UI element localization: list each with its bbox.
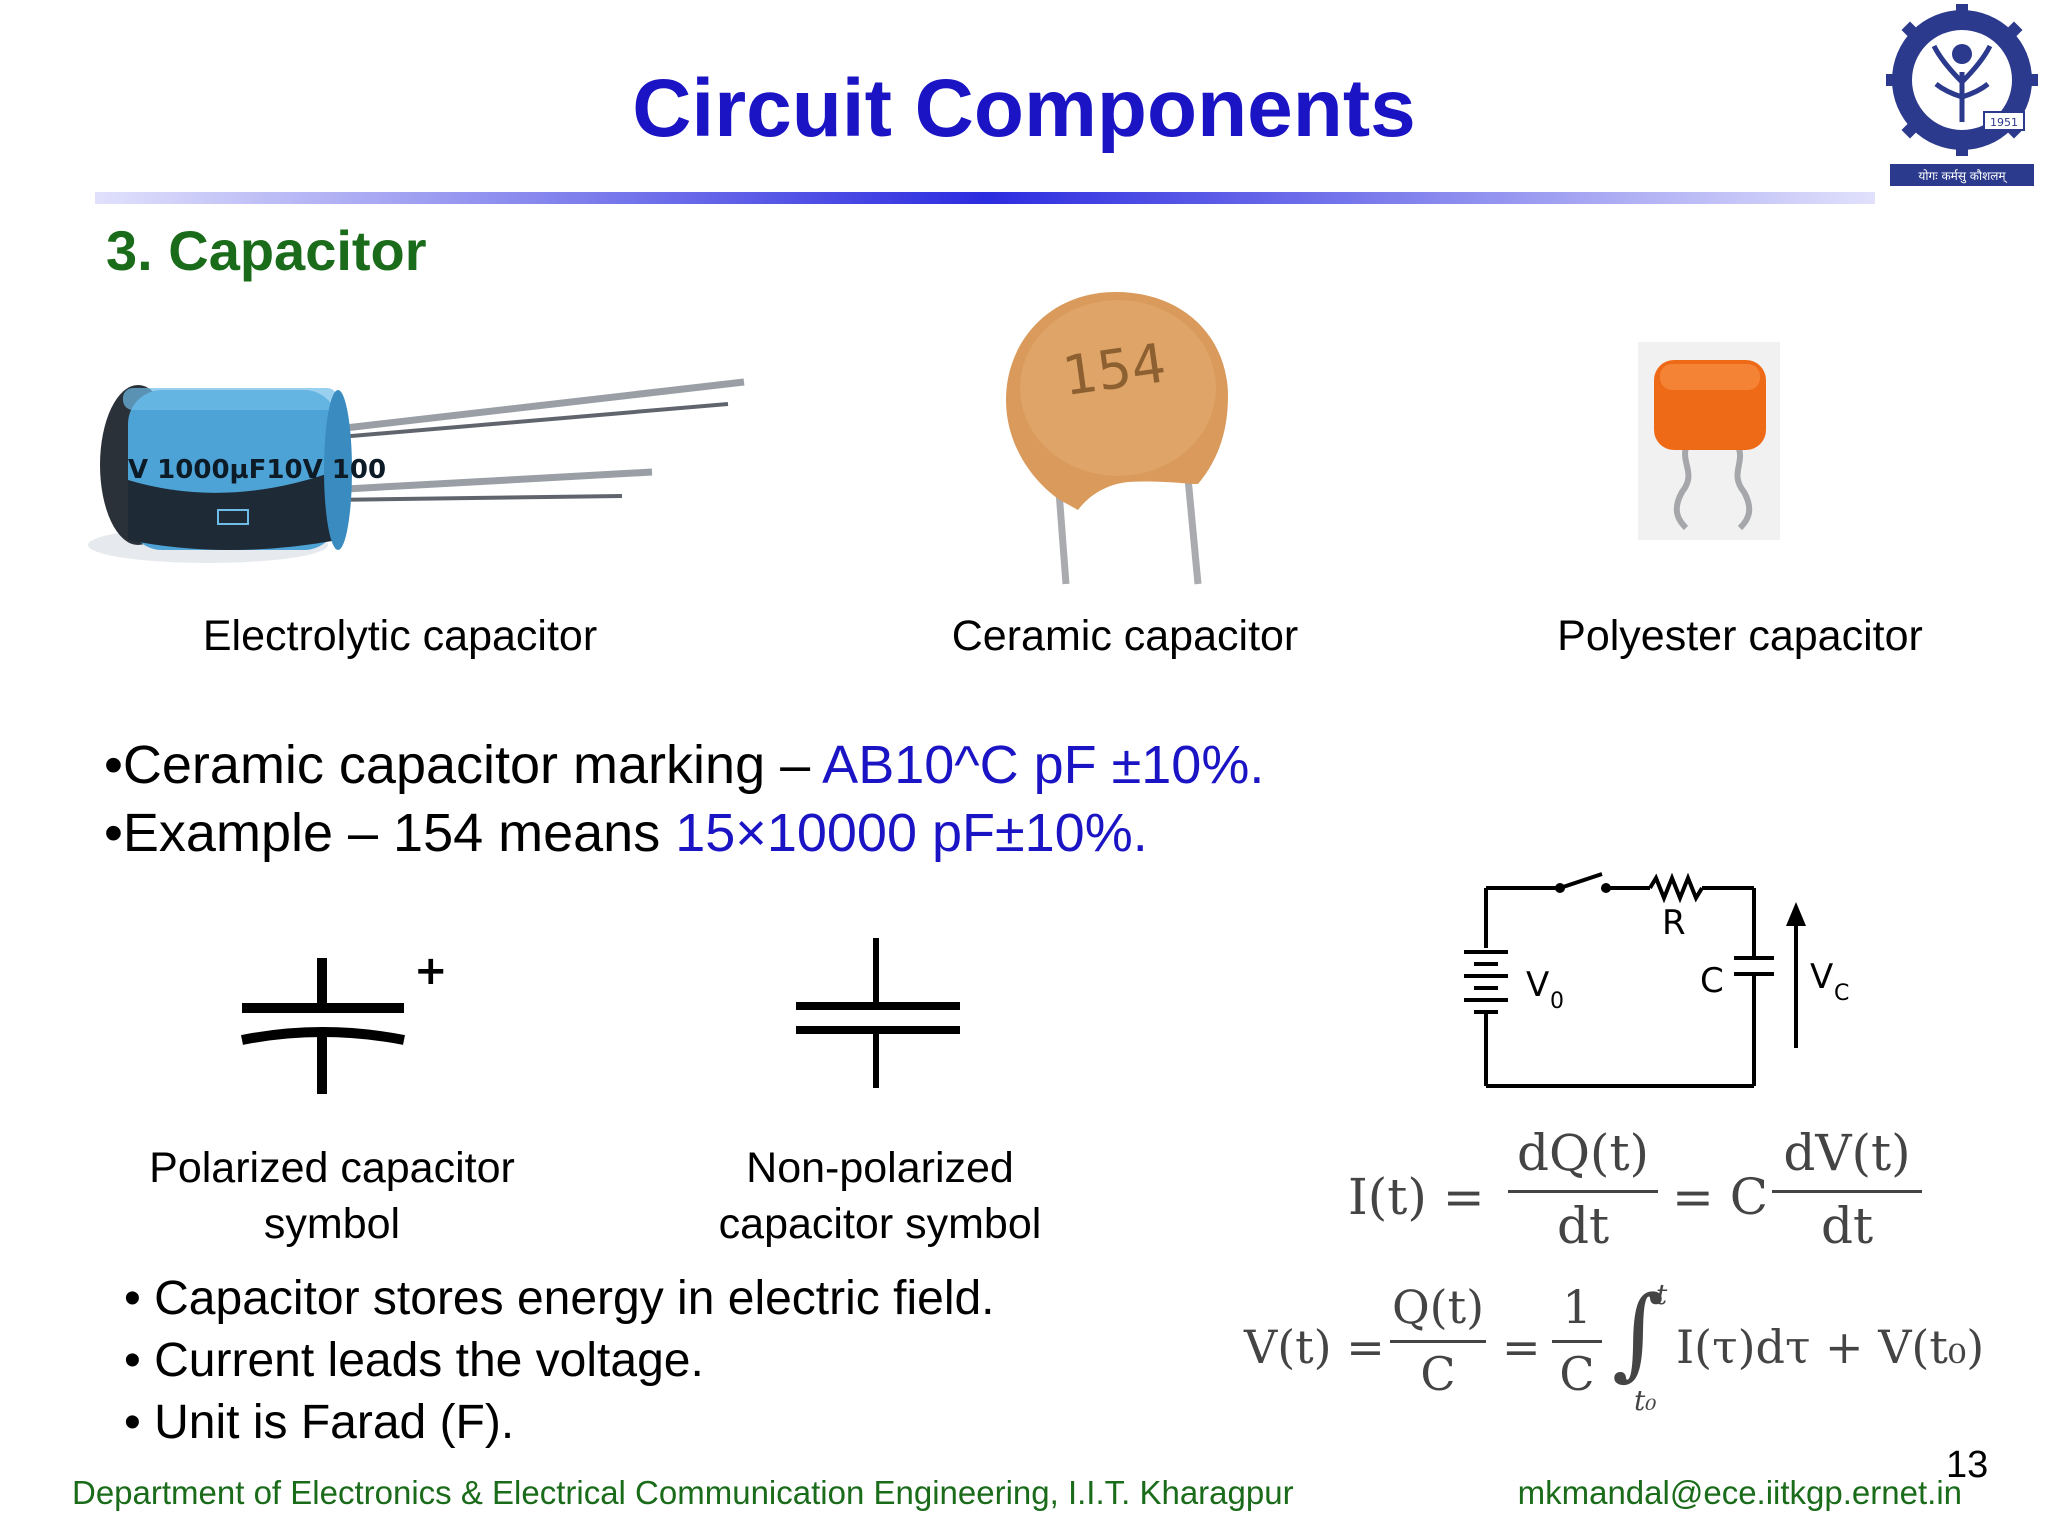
vc-label: V xyxy=(1810,957,1833,997)
r-label: R xyxy=(1662,903,1686,943)
bullet-item: • Capacitor stores energy in electric fi… xyxy=(124,1272,995,1325)
bullet-list: • Capacitor stores energy in electric fi… xyxy=(124,1268,995,1454)
polyester-capacitor-image xyxy=(1638,342,1780,540)
ceramic-capacitor-image: 154 xyxy=(998,288,1234,588)
caption-polyester: Polyester capacitor xyxy=(1557,612,1923,660)
eq1-frac2-den: dt xyxy=(1820,1197,1874,1255)
eq1-fraction-1: dQ(t) dt xyxy=(1508,1124,1658,1255)
v0-subscript: 0 xyxy=(1550,989,1564,1014)
eq1-fraction-2: dV(t) dt xyxy=(1772,1124,1922,1255)
nonpolarized-capacitor-symbol xyxy=(792,938,964,1090)
caption-nonpolarized-line2: capacitor symbol xyxy=(718,1200,1042,1248)
footer-department: Department of Electronics & Electrical C… xyxy=(72,1474,1294,1511)
v0-label: V xyxy=(1526,965,1549,1005)
eq2-frac1-bar xyxy=(1390,1340,1486,1343)
eq2-frac1-num: Q(t) xyxy=(1391,1280,1485,1334)
eq1-frac2-bar xyxy=(1772,1190,1922,1193)
vc-subscript: C xyxy=(1834,981,1849,1006)
caption-electrolytic: Electrolytic capacitor xyxy=(202,612,598,660)
bullet-item: • Current leads the voltage. xyxy=(124,1334,704,1387)
eq1-frac1-bar xyxy=(1508,1190,1658,1193)
caption-ceramic: Ceramic capacitor xyxy=(951,612,1299,660)
section-heading: 3. Capacitor xyxy=(106,219,427,282)
eq2-rest: I(τ)dτ + V(t₀) xyxy=(1676,1320,1985,1374)
current-equation: I(t) = dQ(t) dt = C dV(t) dt xyxy=(1348,1124,1948,1274)
example-line-text: •Example – 154 means xyxy=(104,803,676,863)
caption-polarized-line1: Polarized capacitor xyxy=(149,1144,515,1192)
iit-logo: 1951 योगः कर्मसु कौशलम् xyxy=(1876,2,2048,188)
rc-circuit-diagram: R V 0 C V C xyxy=(1450,872,1870,1092)
marking-line: •Ceramic capacitor marking – AB10^C pF ±… xyxy=(104,734,1264,796)
c-label: C xyxy=(1700,961,1724,1001)
title-divider xyxy=(95,192,1875,204)
eq1-frac2-num: dV(t) xyxy=(1783,1124,1911,1182)
eq1-frac1-num: dQ(t) xyxy=(1516,1124,1650,1182)
eq2-frac2-den: C xyxy=(1559,1347,1595,1401)
integral-lower-limit: t₀ xyxy=(1634,1384,1657,1417)
eq2-fraction-1: Q(t) C xyxy=(1390,1280,1486,1401)
eq2-frac2-num: 1 xyxy=(1562,1280,1592,1334)
footer-email: mkmandal@ece.iitkgp.ernet.in xyxy=(1517,1474,1962,1511)
eq2-fraction-2: 1 C xyxy=(1552,1280,1602,1401)
integral-sign: ∫ xyxy=(1612,1274,1665,1391)
page-number: 13 xyxy=(1946,1444,1989,1486)
eq2-mid: = xyxy=(1502,1320,1541,1374)
marking-line-text: •Ceramic capacitor marking – xyxy=(104,735,823,795)
electrolytic-capacitor-image: V 1000µF10V 100 xyxy=(78,360,758,580)
example-line: •Example – 154 means 15×10000 pF±10%. xyxy=(104,802,1148,864)
caption-nonpolarized-line1: Non-polarized xyxy=(746,1144,1014,1192)
eq1-lhs: I(t) = xyxy=(1348,1168,1485,1226)
marking-line-highlight: AB10^C pF ±10%. xyxy=(822,735,1265,795)
electrolytic-marking: V 1000µF10V 100 xyxy=(128,455,386,485)
polarized-capacitor-symbol: + xyxy=(230,944,450,1094)
eq1-mid: = C xyxy=(1672,1168,1769,1226)
caption-nonpolarized: Non-polarized capacitor symbol xyxy=(660,1140,1100,1252)
caption-polarized: Polarized capacitor symbol xyxy=(112,1140,552,1252)
eq1-frac1-den: dt xyxy=(1556,1197,1610,1255)
logo-year: 1951 xyxy=(1990,116,2018,129)
eq2-frac1-den: C xyxy=(1420,1347,1456,1401)
caption-polarized-line2: symbol xyxy=(263,1200,401,1248)
voltage-equation: V(t) = Q(t) C = 1 C ∫ t t₀ I(τ)dτ + V(t₀… xyxy=(1244,1274,2014,1440)
plus-sign: + xyxy=(414,948,448,994)
eq2-lhs: V(t) = xyxy=(1244,1320,1385,1374)
logo-motto: योगः कर्मसु कौशलम् xyxy=(1918,169,2007,184)
example-line-highlight: 15×10000 pF±10%. xyxy=(675,803,1148,863)
integral-upper-limit: t xyxy=(1656,1278,1668,1311)
ceramic-marking: 154 xyxy=(1059,331,1170,408)
eq2-frac2-bar xyxy=(1552,1340,1602,1343)
bullet-item: • Unit is Farad (F). xyxy=(124,1396,515,1449)
slide-title: Circuit Components xyxy=(632,63,1416,154)
